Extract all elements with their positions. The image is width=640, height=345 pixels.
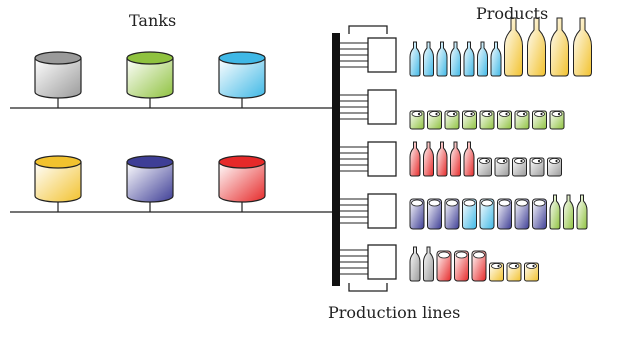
line-5-can-7	[506, 262, 522, 282]
line-1-big-bottle-10	[550, 17, 569, 77]
line-3-bottle-3	[436, 141, 448, 177]
line-3-bottle-1	[409, 141, 421, 177]
line-2-can-4	[462, 110, 477, 130]
line-3-can-6	[477, 157, 492, 177]
line-4-tall-can-8	[532, 198, 547, 230]
production-line-1	[340, 37, 397, 73]
line-4-tall-can-6	[497, 198, 512, 230]
line-3-can-8	[512, 157, 527, 177]
production-lines-label: Production lines	[328, 303, 461, 322]
line-2-can-6	[497, 110, 512, 130]
line-1-big-bottle-8	[504, 17, 523, 77]
line-5-tall-can-3	[436, 250, 452, 282]
production-line-5	[340, 244, 397, 280]
products-label: Products	[476, 4, 549, 23]
line-3-bottle-2	[423, 141, 434, 177]
products-group	[409, 17, 592, 282]
line-1-bottle-2	[423, 41, 434, 77]
top-bracket	[348, 25, 388, 34]
line-5-tall-can-4	[454, 250, 469, 282]
tank-navy	[126, 155, 174, 212]
tanks-group	[34, 51, 266, 212]
line-3-can-7	[494, 157, 510, 177]
line-5-tall-can-5	[471, 250, 487, 282]
line-3-can-10	[547, 157, 562, 177]
production-line-4	[340, 193, 397, 229]
line-2-can-7	[514, 110, 530, 130]
line-3-bottle-5	[463, 141, 475, 177]
production-line-3	[340, 141, 397, 177]
line-3-can-9	[529, 157, 545, 177]
line-4-tall-can-2	[427, 198, 442, 230]
line-5-bottle-1	[409, 246, 421, 282]
line-1-bottle-6	[477, 41, 488, 77]
line-2-can-9	[549, 110, 565, 130]
line-4-tall-can-4	[462, 198, 477, 230]
line-2-can-5	[479, 110, 495, 130]
line-1-big-bottle-9	[527, 17, 546, 77]
line-4-tall-can-1	[409, 198, 425, 230]
line-4-bottle-10	[563, 194, 574, 230]
tank-yellow	[34, 155, 82, 212]
line-2-can-1	[409, 110, 425, 130]
line-1-bottle-4	[450, 41, 461, 77]
line-4-tall-can-3	[444, 198, 460, 230]
line-5-bottle-2	[423, 246, 434, 282]
tank-red	[218, 155, 266, 212]
tank-green	[126, 51, 174, 108]
bottom-bracket	[348, 283, 388, 292]
line-2-can-2	[427, 110, 442, 130]
line-4-bottle-11	[576, 194, 588, 230]
line-3-bottle-4	[450, 141, 461, 177]
production-lines-group	[340, 37, 397, 280]
line-1-bottle-1	[409, 41, 421, 77]
line-1-bottle-5	[463, 41, 475, 77]
line-2-can-8	[532, 110, 547, 130]
line-1-big-bottle-11	[573, 17, 592, 77]
production-line-2	[340, 89, 397, 125]
line-4-bottle-9	[549, 194, 561, 230]
line-4-tall-can-7	[514, 198, 530, 230]
tank-gray	[34, 51, 82, 108]
line-4-tall-can-5	[479, 198, 495, 230]
line-1-bottle-7	[490, 41, 502, 77]
tanks-label: Tanks	[129, 11, 177, 30]
line-2-can-3	[444, 110, 460, 130]
line-5-can-6	[489, 262, 504, 282]
line-5-can-8	[524, 262, 539, 282]
line-1-bottle-3	[436, 41, 448, 77]
manifold-bar	[332, 33, 340, 286]
tank-cyan	[218, 51, 266, 108]
